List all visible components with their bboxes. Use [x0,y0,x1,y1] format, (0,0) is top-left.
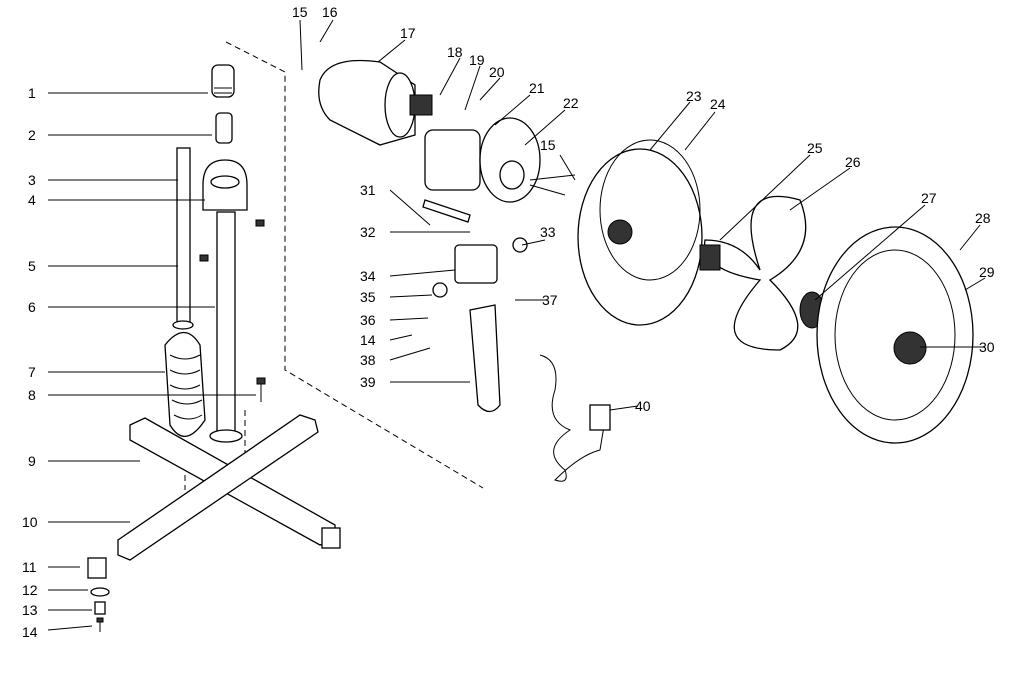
callout: 15 [540,137,556,153]
rear-guard [577,139,703,326]
callout: 14 [22,624,38,640]
callout: 14 [360,332,376,348]
callout: 40 [635,398,651,414]
screw-part [199,219,266,402]
outer-pole [209,211,243,443]
callout: 3 [28,172,36,188]
callout: 27 [921,190,937,206]
callout: 25 [807,140,823,156]
knob-part [211,64,235,98]
collar-part [215,112,233,144]
link-bracket [422,199,471,223]
callout-labels: 1 2 3 4 5 6 7 8 9 10 11 12 13 14 15 16 1… [22,4,995,640]
callout: 1 [28,85,36,101]
callout: 22 [563,95,579,111]
assembly-line [184,41,484,490]
callout: 11 [22,559,37,575]
callout: 37 [542,292,558,308]
callout: 17 [400,25,416,41]
callout: 21 [529,80,545,96]
height-clamp [202,159,248,211]
callout: 32 [360,224,376,240]
callout: 8 [28,387,36,403]
callout: 18 [447,44,463,60]
callout: 30 [979,339,995,355]
callout: 35 [360,289,376,305]
callout: 4 [28,192,36,208]
leader-lines [47,19,986,631]
callout: 29 [979,264,995,280]
power-cord [539,354,611,482]
callout: 19 [469,52,485,68]
callout: 28 [975,210,991,226]
fan-blade [699,195,807,351]
spring-part [164,331,206,437]
gearbox-part [432,237,528,298]
callout: 2 [28,127,36,143]
motor-assembly [409,94,576,203]
callout: 9 [28,453,36,469]
head-support [469,304,501,413]
callout: 16 [322,4,338,20]
callout: 31 [360,182,376,198]
motor-cover [318,59,416,146]
callout: 13 [22,602,38,618]
callout: 36 [360,312,376,328]
callout: 20 [489,64,505,80]
callout: 24 [710,96,726,112]
callout: 26 [845,154,861,170]
callout: 7 [28,364,36,380]
callout: 5 [28,258,36,274]
callout: 15 [292,4,308,20]
callout: 39 [360,374,376,390]
callout: 12 [22,582,38,598]
front-guard [816,226,974,444]
callout: 6 [28,299,36,315]
callout: 10 [22,514,38,530]
callout: 38 [360,352,376,368]
callout: 23 [686,88,702,104]
foot-parts [87,557,110,632]
cross-base [117,414,341,561]
callout: 34 [360,268,376,284]
inner-pole [172,147,194,330]
callout: 33 [540,224,556,240]
